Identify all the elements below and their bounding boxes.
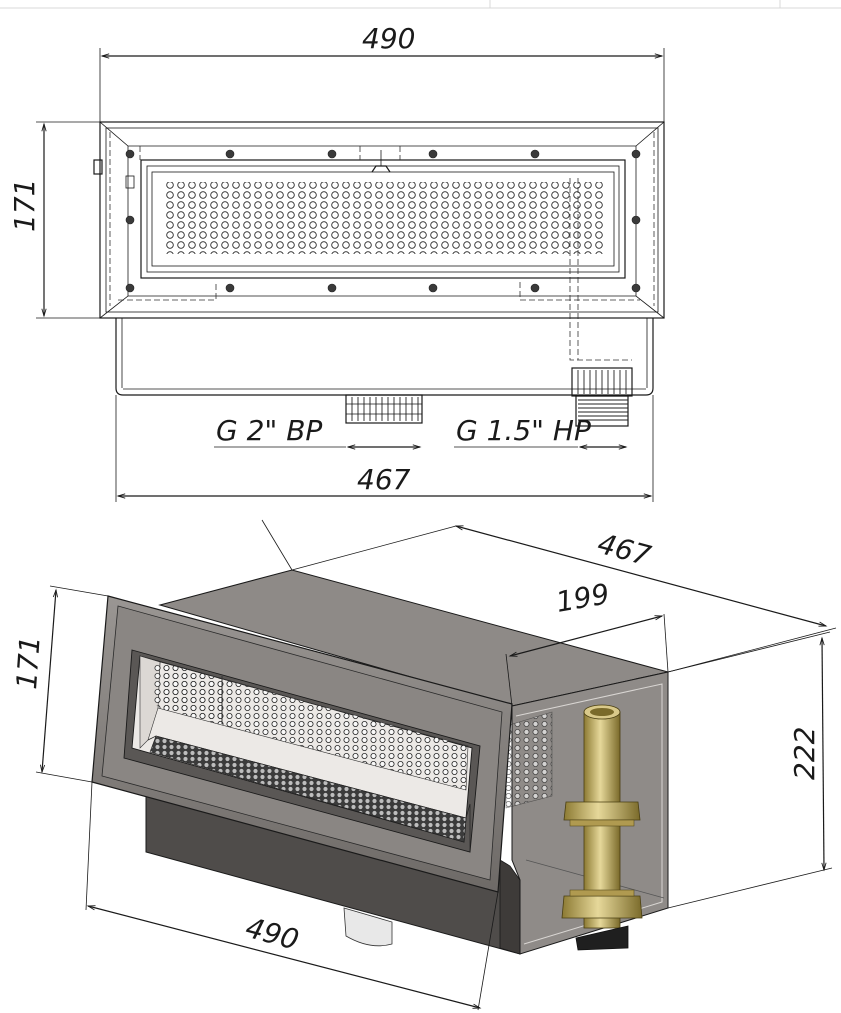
frame-bolts <box>125 149 641 293</box>
label-port-left: G 2" ВР <box>216 414 322 447</box>
label-box-199: 199 <box>553 577 611 619</box>
label-height-171-iso: 171 <box>10 635 47 691</box>
port-g2-female <box>345 394 423 424</box>
label-height-222: 222 <box>788 727 821 780</box>
dimension-467-top: 467 <box>115 395 654 502</box>
dimension-490-top: 490 <box>99 22 665 122</box>
label-port-right: G 1.5" НР <box>456 414 591 447</box>
port-callouts: G 2" ВР G 1.5" НР <box>214 414 628 450</box>
isometric-view: 467 199 171 222 490 <box>10 519 837 1011</box>
dimension-171-iso: 171 <box>10 585 109 783</box>
front-flange <box>91 595 513 893</box>
dimension-171-top: 171 <box>8 121 112 319</box>
perforated-screen <box>163 182 603 254</box>
brass-pipe <box>561 704 643 929</box>
label-width-490-iso: 490 <box>242 911 302 957</box>
port-g1-5-male <box>571 367 633 427</box>
front-view: 490 171 <box>8 22 665 502</box>
label-width-490: 490 <box>362 22 415 55</box>
label-width-467: 467 <box>357 463 411 496</box>
dimension-222-iso: 222 <box>667 631 833 909</box>
dimension-467-iso: 467 <box>261 519 837 673</box>
label-height-171: 171 <box>8 179 41 232</box>
